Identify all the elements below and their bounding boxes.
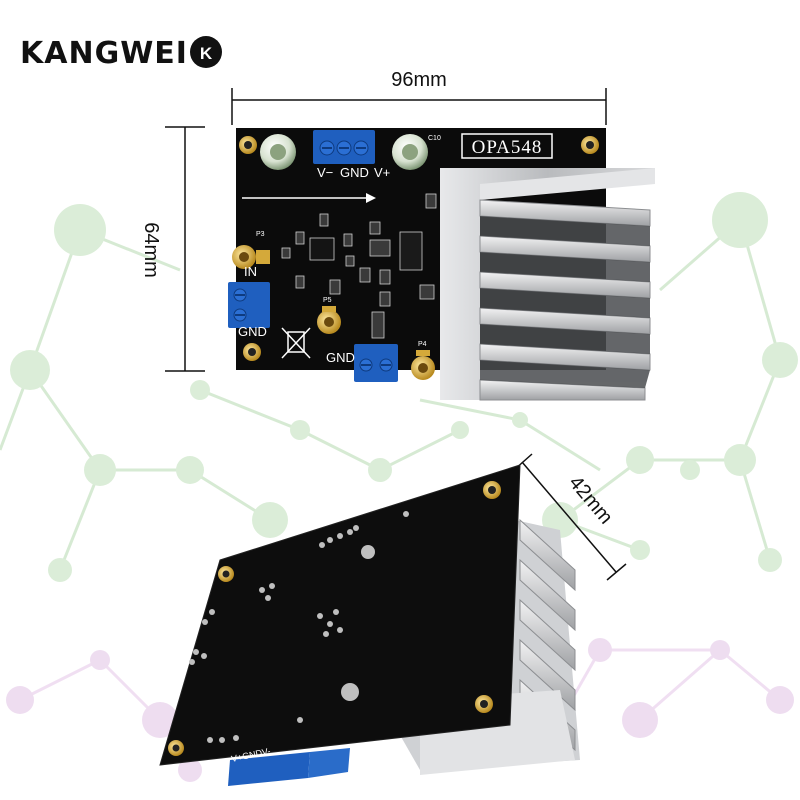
width-label: 96mm [391,69,447,91]
silk-v-plus: V+ [374,165,390,180]
silk-c10: C10 [428,135,441,142]
smd-components [281,193,437,339]
logo-text: KANGWEI [20,36,188,71]
logo-emblem-icon [190,36,222,68]
brand-logo: KANGWEI K [20,36,222,71]
silk-v-minus: V− [317,165,333,180]
background-network [0,192,798,782]
mounting-holes-top [239,136,599,361]
silk-gnd-input: GND [238,324,267,339]
board-bottom-view: V+GNDV- [159,464,580,786]
heatsink-top [440,168,655,401]
output-terminal-block [354,344,398,382]
mounting-holes-bottom [168,481,501,756]
board-top-view: V− GND V+ C10 OPA548 [228,128,655,401]
sma-connector-p4-icon [411,350,435,380]
dimension-width: 96mm [231,69,607,125]
silk-in: IN [244,264,257,279]
chip-label: OPA548 [472,137,543,158]
sma-connector-p5-icon [317,306,341,334]
sma-connector-input-icon [232,245,270,269]
electrolytic-capacitors [260,134,428,170]
input-terminal-block [228,282,270,328]
solder-joints [189,511,409,743]
silk-p3: P3 [256,231,265,238]
silk-gnd-power: GND [340,165,369,180]
dimension-height: 64mm [140,126,205,372]
silk-p4: P4 [418,341,427,348]
back-power-terminal [228,748,350,786]
height-label: 64mm [140,222,162,278]
signal-arrow-icon [242,193,376,203]
silk-p5: P5 [323,297,332,304]
logo-emblem-letter: K [200,44,213,63]
silk-gnd-output: GND [326,350,355,365]
pcb-bottom [159,464,521,766]
weee-disposal-icon [281,327,311,359]
power-terminal-block [313,130,375,164]
chip-label-box: OPA548 [461,133,553,159]
